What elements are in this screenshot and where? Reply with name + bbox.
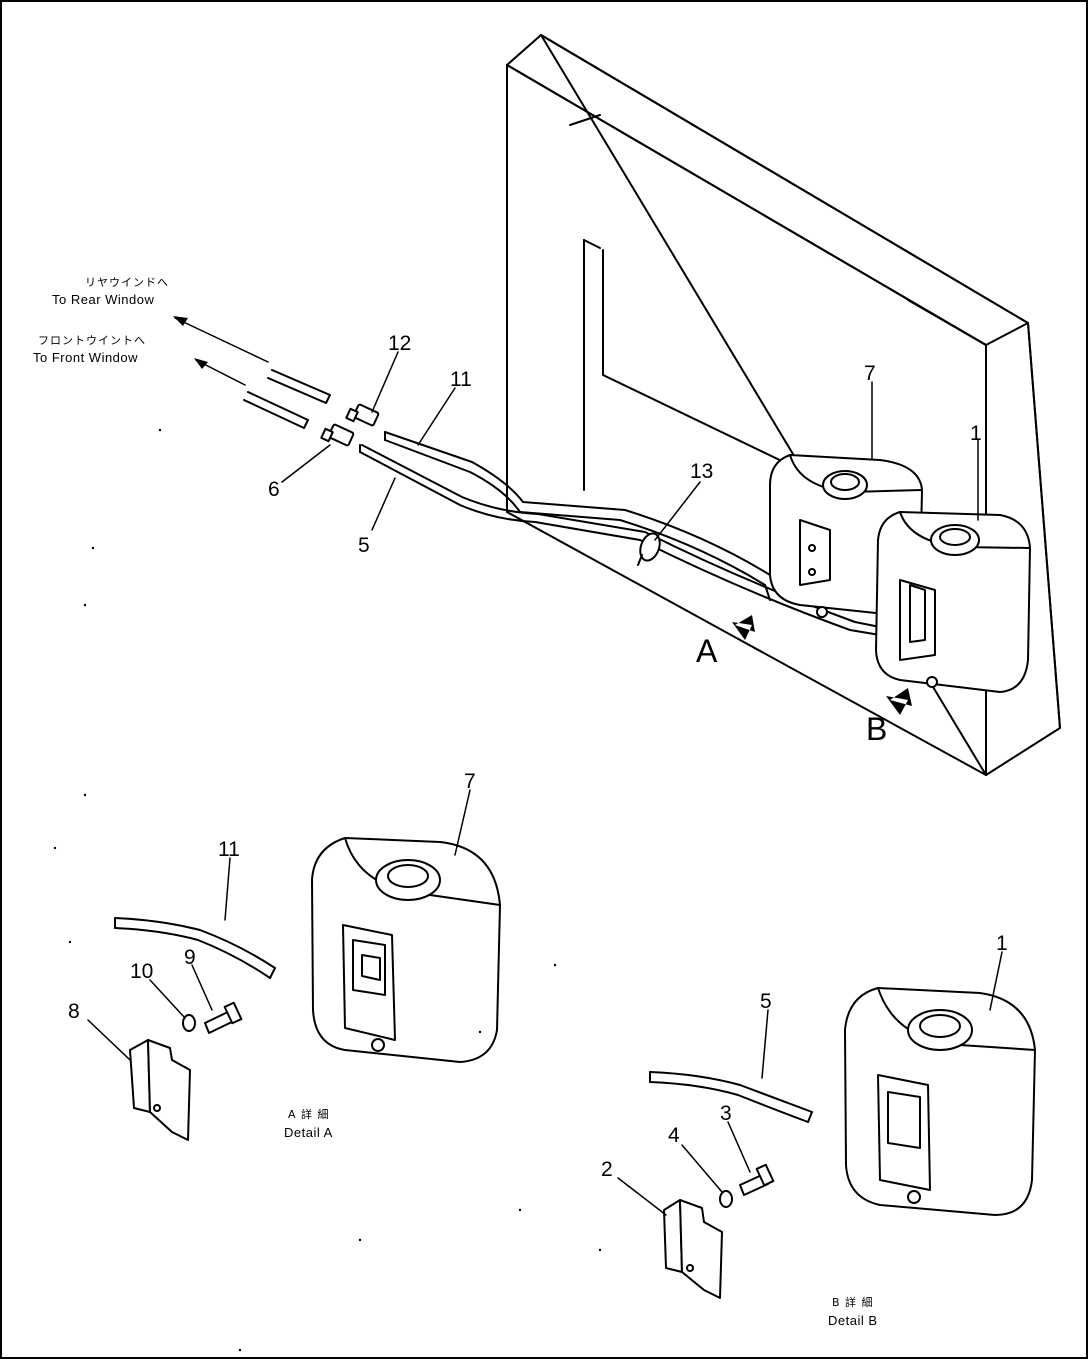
part-9: 9 [184, 946, 196, 969]
part-10: 10 [130, 960, 153, 983]
label-rear-window-jp: リヤウインドへ [85, 276, 169, 289]
label-front-window-jp: フロントウイントへ [38, 334, 146, 347]
part-3: 3 [720, 1102, 732, 1125]
connector-6 [320, 423, 355, 447]
detail-b-washer-4 [719, 1190, 733, 1208]
part-11-detail: 11 [218, 838, 240, 861]
arrow-rear [174, 317, 269, 363]
part-6: 6 [268, 478, 280, 501]
detail-b-bolt-3 [739, 1163, 775, 1196]
view-label-b: B [866, 711, 887, 747]
view-label-a: A [696, 633, 718, 669]
label-rear-window-en: To Rear Window [52, 292, 154, 307]
detail-a-washer-10 [182, 1014, 196, 1032]
connector-12 [345, 403, 380, 427]
part-5-top: 5 [358, 534, 370, 557]
detail-b-jp: B 詳 細 [832, 1295, 874, 1309]
detail-b-en: Detail B [828, 1313, 878, 1328]
detail-a-bolt-9 [204, 1001, 243, 1034]
view-arrows [732, 615, 912, 715]
part-1-top: 1 [970, 422, 982, 445]
tank-1-main [875, 511, 1031, 693]
detail-a-tank-7 [311, 837, 501, 1063]
part-12: 12 [388, 332, 411, 355]
scan-dots [53, 428, 602, 1352]
detail-b-bracket-2 [663, 1199, 723, 1299]
part-13: 13 [690, 460, 713, 483]
part-11-top: 11 [450, 368, 472, 391]
detail-a-bracket-8 [129, 1039, 191, 1141]
part-4: 4 [668, 1124, 680, 1147]
hoses-to-windows [173, 316, 331, 429]
part-5-detail: 5 [760, 990, 772, 1013]
detail-b-tank-1 [844, 987, 1036, 1216]
detail-a-jp: A 詳 細 [288, 1107, 330, 1121]
part-2: 2 [601, 1158, 613, 1181]
detail-a-hose-11 [114, 917, 276, 979]
text-labels: リヤウインドへ To Rear Window フロントウイントへ To Fron… [33, 276, 1008, 1328]
detail-b-hose-5 [649, 1071, 813, 1123]
part-8: 8 [68, 1000, 80, 1023]
detail-a-en: Detail A [284, 1125, 333, 1140]
part-7-detail: 7 [464, 770, 476, 793]
label-front-window-en: To Front Window [33, 350, 138, 365]
leader-lines [87, 351, 1003, 1216]
part-7-top: 7 [864, 362, 876, 385]
part-1-detail: 1 [996, 932, 1008, 955]
